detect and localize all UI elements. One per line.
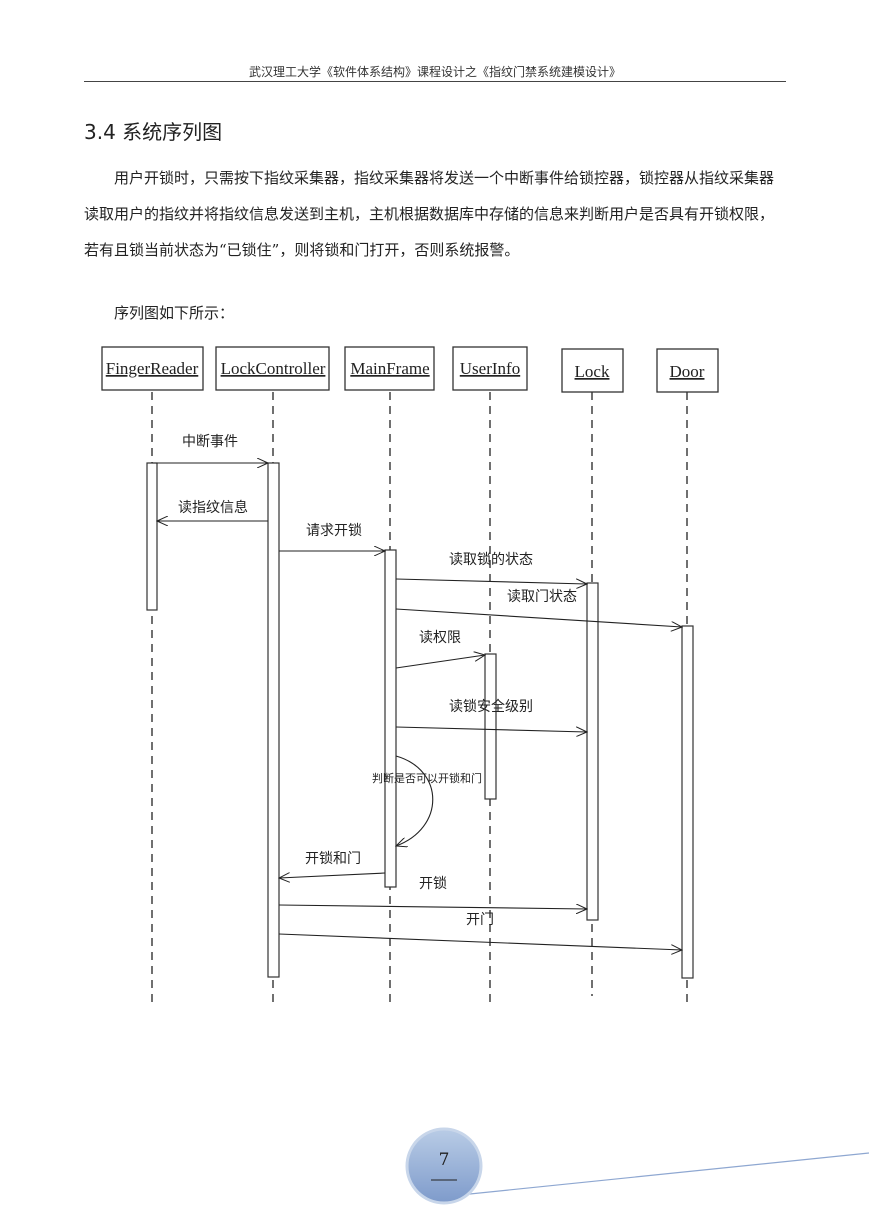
activation-lockcontroller	[267, 462, 280, 978]
object-box-lockcontroller	[215, 346, 330, 391]
message-label-request-unlock: 请求开锁	[306, 523, 362, 539]
message-label-read-lock-security: 读锁安全级别	[449, 698, 533, 715]
object-label-lock: Lock	[575, 362, 610, 381]
message-label-self-judge: 判断是否可以开锁和门	[372, 771, 482, 785]
activation-door	[681, 625, 694, 979]
footer-swoosh-line	[459, 1152, 869, 1196]
message-arrow-self-judge	[396, 755, 434, 846]
activation-fingerreader	[146, 462, 158, 611]
object-box-door	[656, 348, 719, 393]
message-label-read-lock-state: 读取锁的状态	[449, 551, 533, 568]
message-arrow-open-lock-and-door	[279, 872, 386, 878]
message-arrow-read-permission	[395, 655, 485, 669]
activation-userinfo	[484, 653, 497, 800]
object-label-fingerreader: FingerReader	[106, 359, 199, 378]
page-number-badge	[405, 1127, 483, 1205]
object-label-lockcontroller: LockController	[221, 359, 326, 378]
object-box-mainframe	[344, 346, 435, 391]
message-label-open-door: 开门	[466, 912, 494, 928]
object-box-lock	[561, 348, 624, 393]
message-label-read-door-state: 读取门状态	[507, 588, 577, 605]
message-arrow-open-lock	[278, 905, 587, 909]
header-rule	[84, 81, 786, 82]
activation-mainframe	[384, 549, 397, 888]
activation-lock	[586, 582, 599, 921]
object-box-userinfo	[452, 346, 528, 391]
message-label-open-lock: 开锁	[419, 876, 447, 892]
page-header: 武汉理工大学《软件体系结构》课程设计之《指纹门禁系统建模设计》	[248, 65, 621, 79]
object-label-userinfo: UserInfo	[460, 359, 520, 378]
message-arrow-read-lock-state	[395, 578, 587, 584]
message-label-open-lock-and-door: 开锁和门	[305, 851, 361, 867]
page-number: 7	[438, 1150, 450, 1170]
diagram-caption: 序列图如下所示：	[114, 304, 235, 322]
message-label-interrupt: 中断事件	[182, 434, 238, 450]
message-label-read-permission: 读权限	[419, 629, 461, 646]
message-arrow-open-door	[278, 933, 682, 950]
object-box-fingerreader	[101, 346, 204, 391]
message-arrow-read-lock-security	[395, 726, 587, 732]
body-paragraph: 用户开锁时，只需按下指纹采集器，指纹采集器将发送一个中断事件给锁控器，锁控器从指…	[84, 169, 775, 259]
object-label-mainframe: MainFrame	[350, 359, 429, 378]
object-label-door: Door	[670, 362, 705, 381]
message-arrow-read-door-state	[395, 608, 682, 627]
section-title: 3.4 系统序列图	[84, 120, 223, 144]
message-label-read-fingerprint: 读指纹信息	[178, 499, 248, 516]
